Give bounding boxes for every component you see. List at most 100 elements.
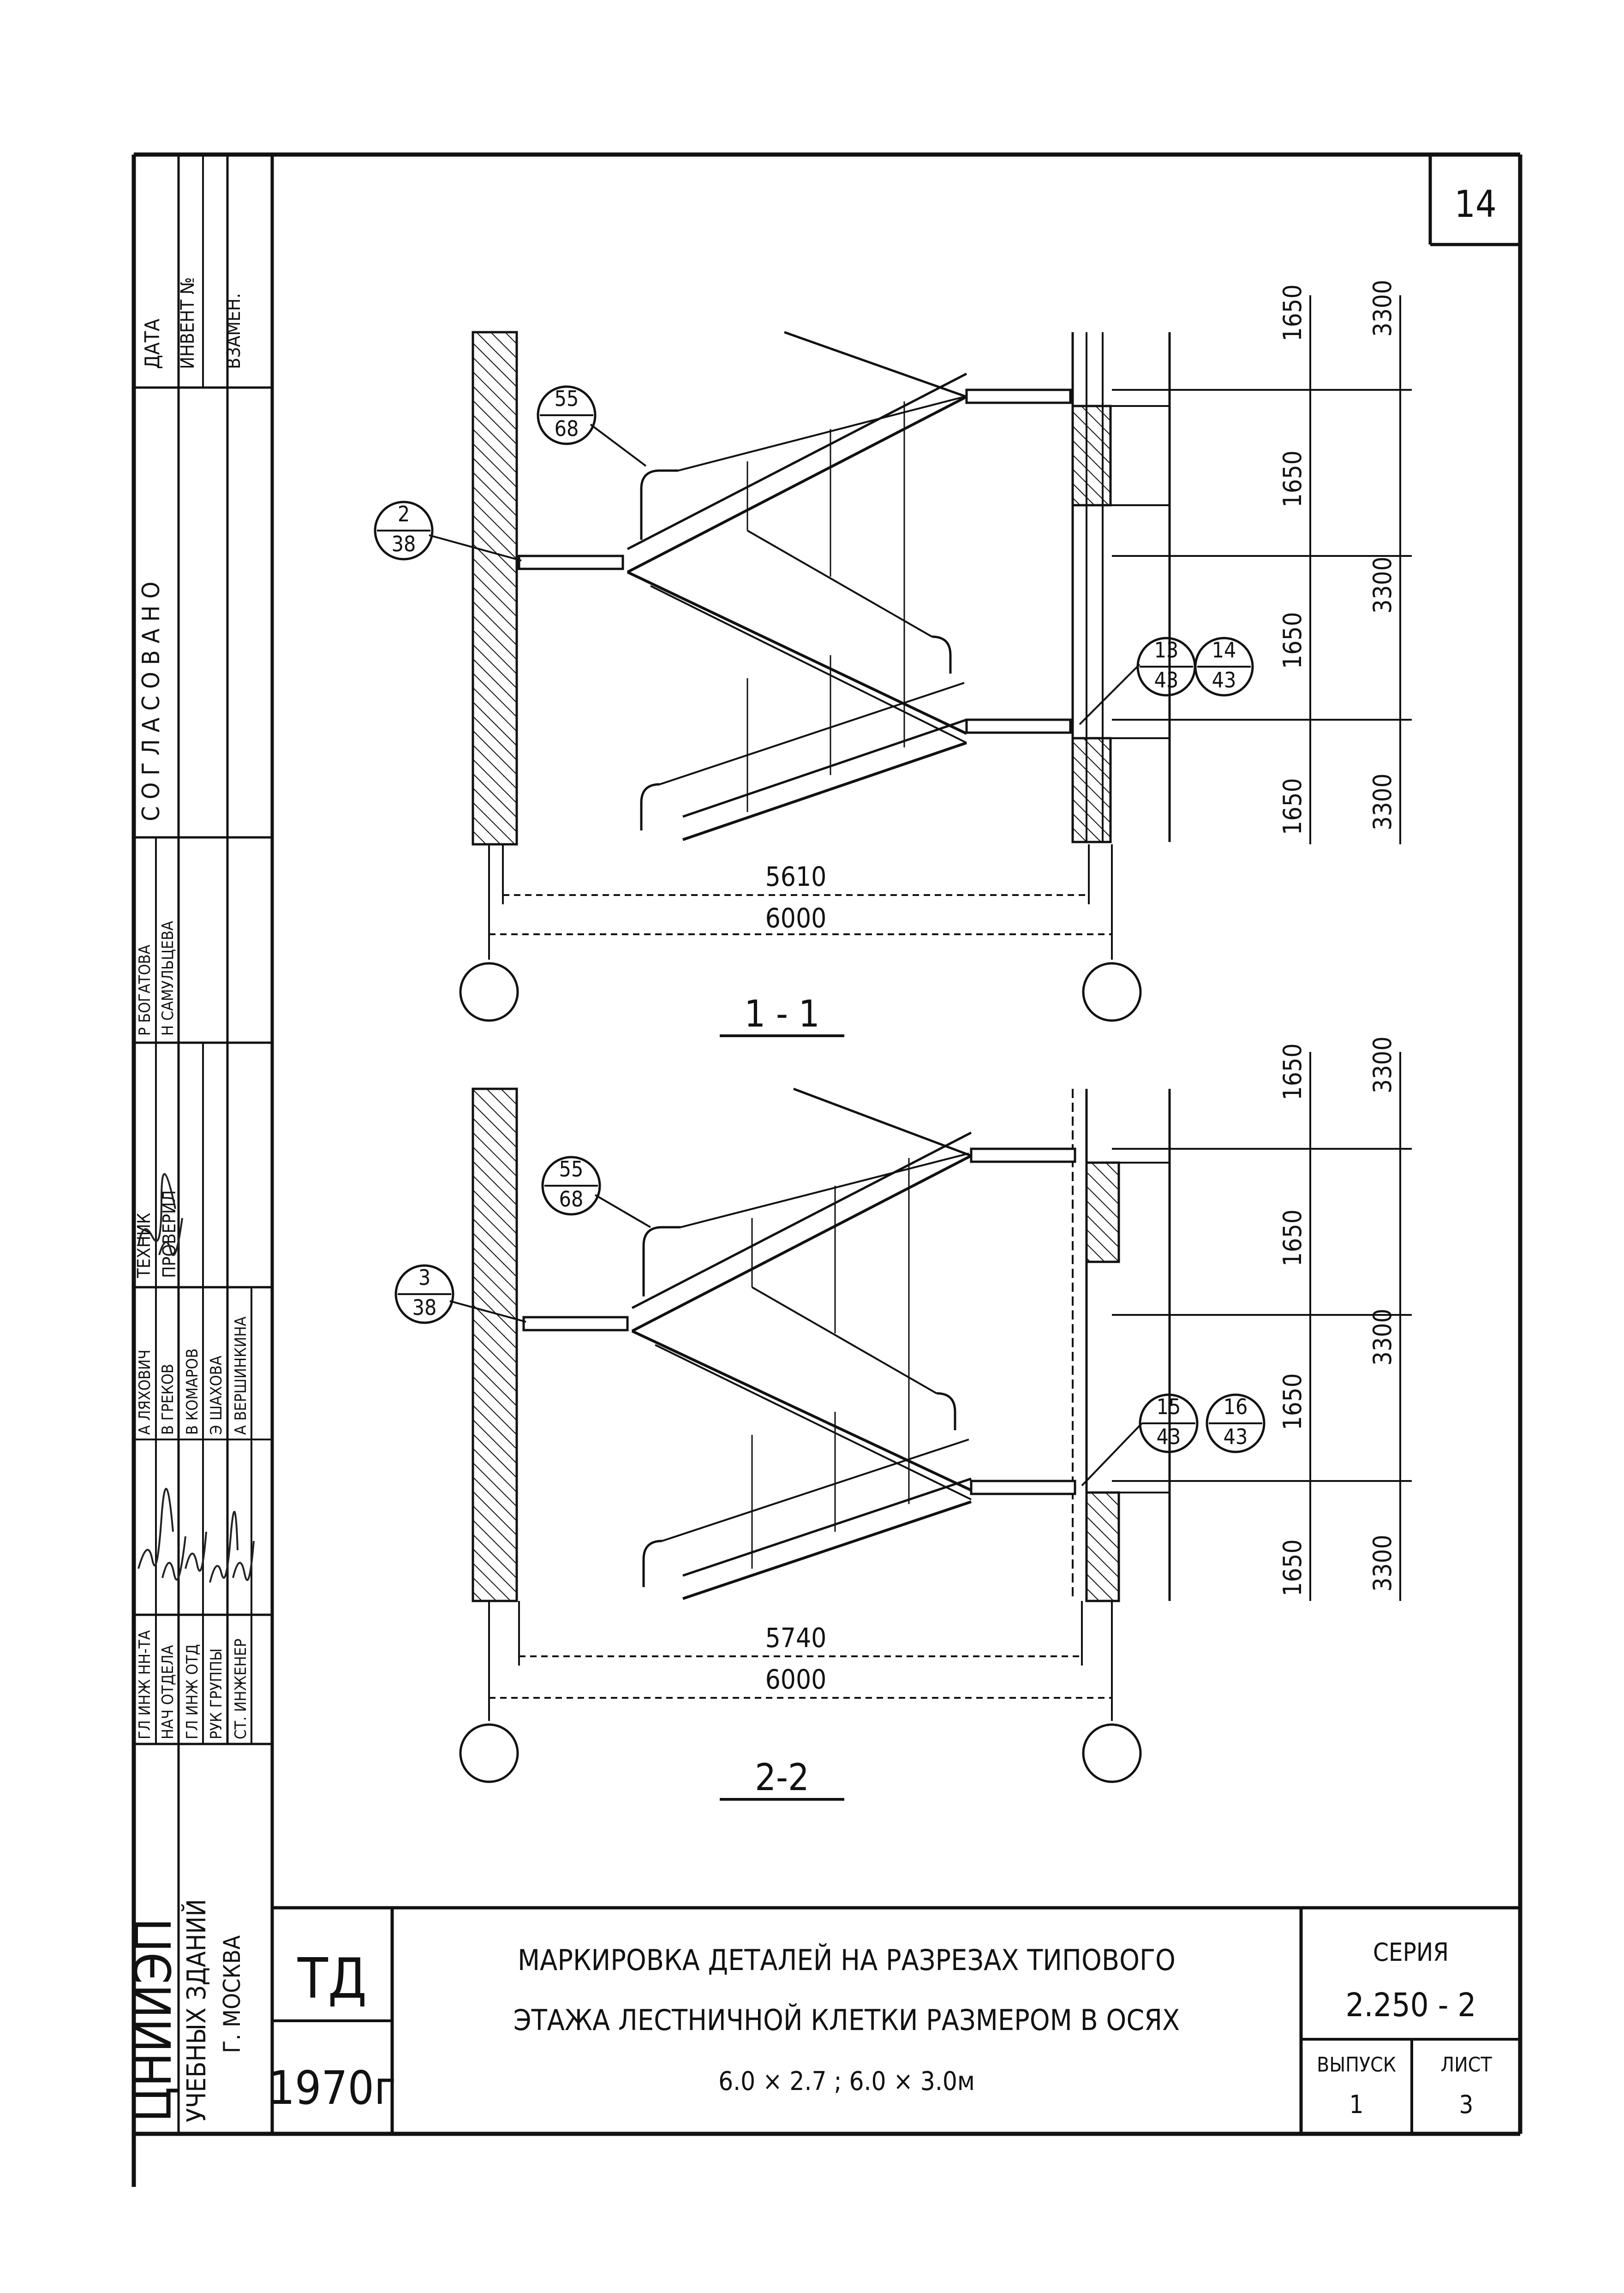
- section-2-axis-width: 6000: [765, 1664, 827, 1695]
- callout-55-68-s2: [541, 1156, 601, 1216]
- s1-h-small-4: 1650: [1278, 778, 1307, 835]
- left-wall-2: [472, 1087, 518, 1602]
- svg-text:43: 43: [1224, 1424, 1248, 1449]
- svg-text:14: 14: [1212, 638, 1236, 663]
- s2-h-large-1: 3300: [1368, 1036, 1397, 1093]
- stamp-org-line1: ЦНИИЭП: [124, 1918, 183, 2122]
- dimension-lines-1: [488, 295, 1412, 960]
- title-line-1: МАРКИРОВКА ДЕТАЛЕЙ НА РАЗРЕЗАХ ТИПОВОГО: [518, 1943, 1176, 1977]
- stair-flights: [627, 331, 967, 841]
- svg-text:38: 38: [392, 531, 416, 556]
- landing-right-top: [965, 388, 1072, 404]
- s2-h-large-2: 3300: [1368, 1308, 1397, 1366]
- td-label: ТД: [297, 1947, 367, 2011]
- right-wall: [1071, 332, 1171, 843]
- svg-text:68: 68: [555, 416, 579, 441]
- svg-text:55: 55: [555, 386, 579, 411]
- stamp-tech-name-1: Р БОГАТОВА: [136, 944, 154, 1036]
- stamp-name-3: В КОМАРОВ: [183, 1349, 202, 1435]
- stamp-role-1: ГЛ ИНЖ НН-ТА: [136, 1630, 154, 1739]
- axis-marker-right-2: [1082, 1723, 1142, 1783]
- callouts-1: 55 68 2 38 13 43 14 43: [374, 385, 1254, 725]
- stamp-role-5: СТ. ИНЖЕНЕР: [232, 1639, 250, 1739]
- height-dims-1: 1650 1650 1650 1650 3300 3300 3300: [1278, 280, 1397, 835]
- s2-h-large-3: 3300: [1368, 1535, 1397, 1592]
- svg-text:16: 16: [1224, 1394, 1248, 1419]
- axis-marker-left: [459, 962, 519, 1022]
- section-1-inner-width: 5610: [765, 861, 827, 892]
- issue-label: ВЫПУСК: [1317, 2053, 1396, 2077]
- left-wall: [472, 331, 518, 846]
- callout-2-38: [374, 501, 434, 561]
- stamp-role-3: ГЛ ИНЖ ОТД: [183, 1644, 202, 1739]
- s1-h-large-3: 3300: [1368, 773, 1397, 830]
- stamp-agreed-label: С О Г Л А С О В А Н О: [137, 582, 165, 821]
- callout-15-43: [1139, 1393, 1199, 1453]
- title-line-3: 6.0 × 2.7 ; 6.0 × 3.0м: [718, 2066, 975, 2096]
- callouts-2: 55 68 3 38 15 43 16 43: [394, 1156, 1266, 1487]
- landing-right-bottom-2: [970, 1480, 1076, 1495]
- svg-text:68: 68: [559, 1187, 584, 1212]
- callout-16-43: [1206, 1393, 1266, 1453]
- svg-text:55: 55: [559, 1157, 584, 1182]
- height-dims-2: 1650 1650 1650 1650 3300 3300 3300: [1278, 1036, 1397, 1596]
- stamp-inv-label: ИНВЕНТ №: [177, 277, 198, 369]
- stamp-org-line3: Г. МОСКВА: [219, 1935, 245, 2053]
- right-wall-2: [1072, 1089, 1171, 1602]
- stamp-role-2: НАЧ ОТДЕЛА: [159, 1645, 177, 1739]
- title-line-2: ЭТАЖА ЛЕСТНИЧНОЙ КЛЕТКИ РАЗМЕРОМ В ОСЯХ: [513, 2003, 1180, 2037]
- sheet-number: 14: [1454, 183, 1497, 226]
- svg-text:15: 15: [1157, 1394, 1181, 1419]
- svg-text:2: 2: [398, 502, 410, 526]
- stair-flights-2: [631, 1087, 972, 1600]
- s1-h-large-2: 3300: [1368, 556, 1397, 614]
- sheet-frame: [131, 152, 1522, 2187]
- section-2-label: 2-2: [755, 1756, 809, 1799]
- stamp-org-line2: УЧЕБНЫХ ЗДАНИЙ: [181, 1899, 212, 2122]
- section-2-inner-width: 5740: [765, 1622, 827, 1654]
- left-stamp: ЦНИИЭП УЧЕБНЫХ ЗДАНИЙ Г. МОСКВА ГЛ ИНЖ Н…: [124, 155, 272, 2134]
- series-value: 2.250 - 2: [1345, 1986, 1476, 2024]
- landing-right-top-2: [970, 1147, 1076, 1163]
- stamp-tech-name-2: Н САМУЛЬЦЕВА: [159, 921, 177, 1036]
- s1-h-small-3: 1650: [1278, 612, 1307, 669]
- callout-3-38: [394, 1264, 454, 1324]
- sheet-value: 3: [1459, 2090, 1474, 2119]
- issue-value: 1: [1349, 2090, 1364, 2119]
- svg-text:13: 13: [1154, 638, 1179, 663]
- svg-text:43: 43: [1157, 1424, 1181, 1449]
- callout-55-68: [537, 385, 597, 445]
- stamp-name-5: А ВЕРШИНКИНА: [232, 1316, 250, 1435]
- sheet-label: ЛИСТ: [1440, 2053, 1492, 2077]
- stamp-name-2: В ГРЕКОВ: [159, 1364, 177, 1435]
- section-1-label: 1 - 1: [744, 992, 819, 1035]
- stamp-name-1: А ЛЯХОВИЧ: [136, 1350, 154, 1435]
- stamp-checked-label: ПРОВЕРИЛ: [159, 1190, 179, 1278]
- s1-h-large-1: 3300: [1368, 280, 1397, 337]
- year-label: 1970г: [269, 2061, 396, 2115]
- callout-14-43: [1194, 637, 1254, 697]
- stamp-date-label: ДАТА: [141, 319, 164, 369]
- s2-h-small-4: 1650: [1278, 1539, 1307, 1596]
- landing-left-2: [522, 1316, 629, 1332]
- stamp-name-4: Э ШАХОВА: [207, 1355, 226, 1435]
- sheet-number-box: 14: [1428, 155, 1520, 246]
- section-2-2: 5740 6000 2-2 1650 1650 1650 1650 3300 3…: [394, 1036, 1412, 1801]
- stamp-replaced-label: ВЗАМЕН.: [223, 293, 245, 369]
- signatures: [137, 1173, 255, 1583]
- series-label: СЕРИЯ: [1373, 1938, 1449, 1967]
- s1-h-small-2: 1650: [1278, 450, 1307, 508]
- s2-h-small-1: 1650: [1278, 1043, 1307, 1100]
- s1-h-small-1: 1650: [1278, 284, 1307, 341]
- landing-left: [518, 555, 624, 570]
- svg-text:43: 43: [1212, 668, 1236, 693]
- axis-marker-right: [1082, 962, 1142, 1022]
- title-block: ТД 1970г МАРКИРОВКА ДЕТАЛЕЙ НА РАЗРЕЗАХ …: [269, 1906, 1520, 2134]
- stamp-tech-label: ТЕХНИК: [134, 1213, 154, 1278]
- axis-marker-left-2: [459, 1723, 519, 1783]
- svg-text:43: 43: [1154, 668, 1179, 693]
- section-1-1: 5610 6000 1 - 1 1650 1650 1650 1650 3300…: [374, 280, 1412, 1037]
- section-1-axis-width: 6000: [765, 902, 827, 934]
- stamp-role-4: РУК ГРУППЫ: [207, 1648, 226, 1739]
- svg-text:38: 38: [412, 1295, 437, 1320]
